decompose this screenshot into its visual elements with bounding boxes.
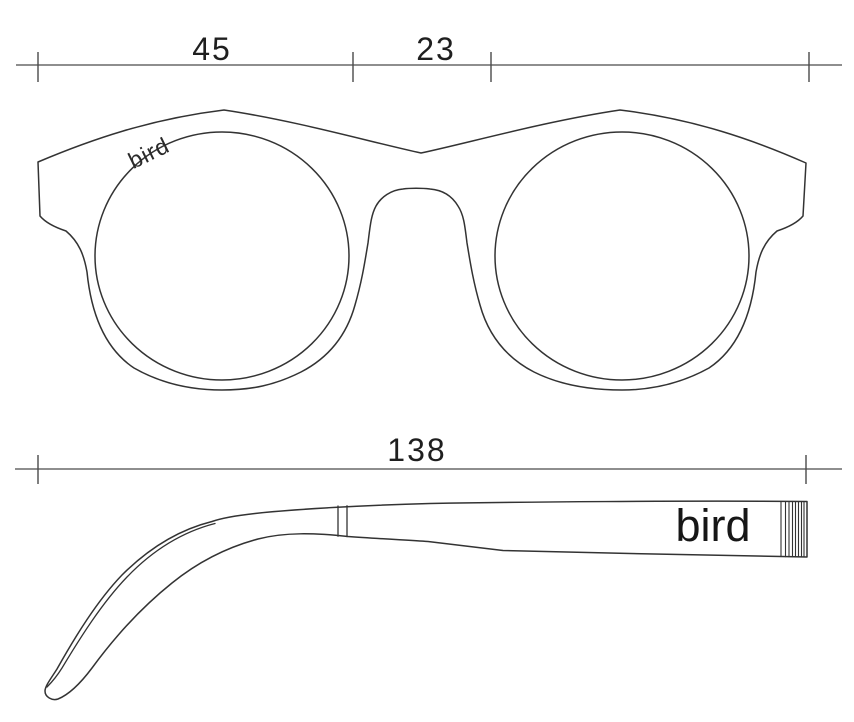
temple-side-view [44, 500, 808, 701]
temple-brand-logo: bird [675, 500, 751, 551]
dimension-label-temple-length: 138 [387, 432, 447, 468]
frame-outline [37, 109, 807, 391]
right-lens-opening [494, 131, 750, 381]
dimension-label-lens-width: 45 [192, 31, 232, 67]
temple-inner-curve [46, 522, 216, 688]
glasses-front-view [37, 109, 807, 391]
top-dimension-line-group [16, 52, 842, 82]
temple-dimension-line-group [15, 455, 842, 484]
left-lens-opening [94, 131, 350, 381]
temple-hinge-lines [337, 505, 348, 538]
temple-end-ribs [780, 501, 805, 558]
temple-outline [44, 500, 808, 701]
dimension-label-bridge-width: 23 [416, 31, 456, 67]
